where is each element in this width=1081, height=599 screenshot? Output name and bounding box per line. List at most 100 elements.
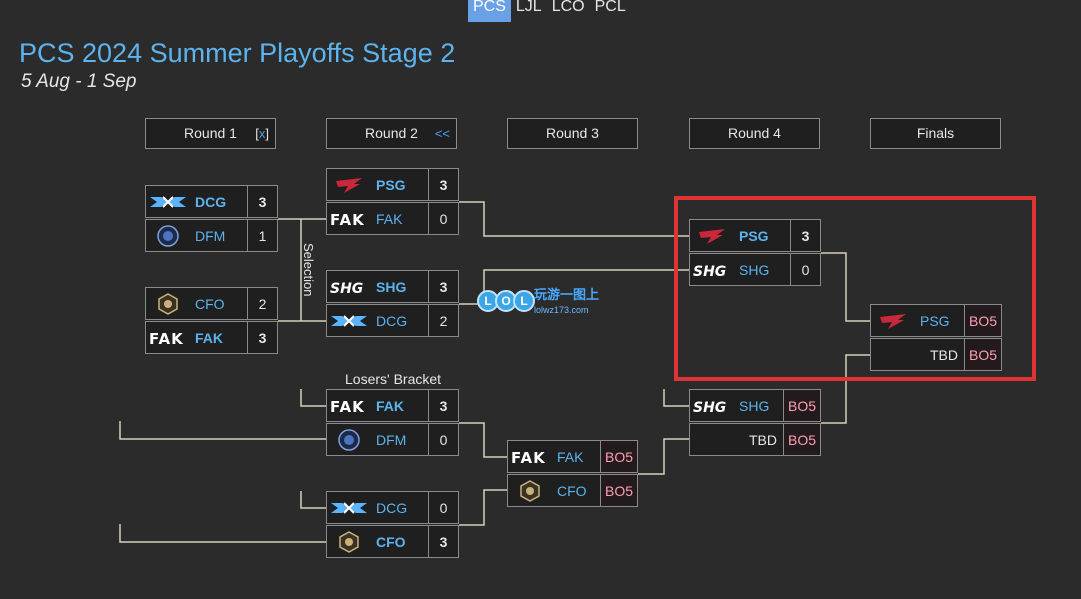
- team-score: 3: [428, 169, 458, 200]
- collapse-toggle[interactable]: [x]: [255, 119, 269, 148]
- psg-logo-icon: [327, 169, 370, 200]
- svg-text:SHG: SHG: [693, 264, 726, 277]
- team-score: BO5: [600, 475, 637, 506]
- dfm-logo-icon: [146, 220, 189, 251]
- round-label: Finals: [916, 125, 955, 141]
- team-score: 2: [247, 288, 277, 319]
- team-row[interactable]: SHG SHG BO5: [689, 389, 821, 422]
- team-name: CFO: [557, 482, 587, 499]
- shg-logo-icon: SHG: [327, 271, 370, 302]
- team-name: SHG: [739, 261, 770, 278]
- team-row[interactable]: FAK FAK 0: [326, 202, 459, 235]
- team-score: BO5: [964, 305, 1001, 336]
- team-row[interactable]: FAK FAK BO5: [507, 440, 638, 473]
- svg-text:FAK: FAK: [330, 399, 365, 413]
- team-score: BO5: [783, 390, 820, 421]
- team-name: SHG: [739, 397, 770, 414]
- dcg-logo-icon: [146, 186, 189, 217]
- team-name: PSG: [739, 227, 769, 244]
- svg-text:FAK: FAK: [511, 450, 546, 464]
- team-score: 1: [247, 220, 277, 251]
- round-label: Round 1: [184, 125, 237, 141]
- team-row[interactable]: DCG 0: [326, 491, 459, 524]
- match-r4-m1: PSG 3 SHG SHG 0: [689, 219, 821, 287]
- team-row[interactable]: PSG 3: [326, 168, 459, 201]
- team-score: 3: [247, 322, 277, 353]
- highlight-box: [674, 196, 1036, 381]
- shg-logo-icon: SHG: [690, 254, 733, 285]
- team-row[interactable]: FAK FAK 3: [145, 321, 278, 354]
- tab-pcs[interactable]: PCS: [468, 0, 511, 22]
- team-score: 2: [428, 305, 458, 336]
- team-name: PSG: [376, 176, 406, 193]
- psg-logo-icon: [871, 305, 914, 336]
- team-row[interactable]: CFO 3: [326, 525, 459, 558]
- toggle-bracket-right: ]: [265, 126, 269, 141]
- team-row[interactable]: DCG 3: [145, 185, 278, 218]
- team-score: 3: [428, 271, 458, 302]
- team-name: DFM: [376, 431, 407, 448]
- team-row[interactable]: PSG BO5: [870, 304, 1002, 337]
- team-name: TBD: [930, 346, 958, 363]
- team-name: DCG: [195, 193, 227, 210]
- round-label: Round 3: [546, 125, 599, 141]
- match-r2-l2: DCG 0 CFO 3: [326, 491, 459, 559]
- match-r2-l1: FAK FAK 3 DFM 0: [326, 389, 459, 457]
- toggle-bracket-left: [: [255, 126, 259, 141]
- team-score: 0: [428, 492, 458, 523]
- match-final: PSG BO5 TBD BO5: [870, 304, 1002, 372]
- round-header-2: Round 2 <<: [326, 118, 457, 149]
- team-row[interactable]: PSG 3: [689, 219, 821, 252]
- team-score: 3: [247, 186, 277, 217]
- tab-ljl[interactable]: LJL: [515, 0, 542, 15]
- team-row[interactable]: TBD BO5: [689, 423, 821, 456]
- team-name: FAK: [376, 397, 404, 414]
- team-score: 0: [428, 424, 458, 455]
- team-name: TBD: [749, 431, 777, 448]
- dcg-logo-icon: [327, 305, 370, 336]
- tab-pcl[interactable]: PCL: [594, 0, 626, 15]
- psg-logo-icon: [690, 220, 733, 251]
- fak-logo-icon: FAK: [146, 322, 189, 353]
- svg-text:SHG: SHG: [330, 281, 363, 294]
- team-row[interactable]: CFO BO5: [507, 474, 638, 507]
- svg-text:FAK: FAK: [149, 331, 184, 345]
- team-name: CFO: [376, 533, 406, 550]
- match-r1-m1: DCG 3 DFM 1: [145, 185, 278, 253]
- tab-lco[interactable]: LCO: [551, 0, 585, 15]
- team-name: SHG: [376, 278, 407, 295]
- team-score: 0: [428, 203, 458, 234]
- region-tabs: PCS LJL LCO PCL: [468, 0, 631, 22]
- team-score: 0: [790, 254, 820, 285]
- selection-label: Selection: [301, 243, 316, 297]
- dcg-logo-icon: [327, 492, 370, 523]
- watermark-text: 玩游一图上: [534, 287, 600, 302]
- round-header-finals: Finals: [870, 118, 1001, 149]
- cfo-logo-icon: [508, 475, 551, 506]
- page-title: PCS 2024 Summer Playoffs Stage 2: [19, 38, 456, 68]
- losers-bracket-label: Losers' Bracket: [345, 371, 442, 387]
- match-r2-m1: PSG 3 FAK FAK 0: [326, 168, 459, 236]
- expand-toggle[interactable]: <<: [434, 126, 450, 141]
- team-row[interactable]: SHG SHG 0: [689, 253, 821, 286]
- fak-logo-icon: FAK: [508, 441, 551, 472]
- team-name: PSG: [920, 312, 950, 329]
- team-row[interactable]: TBD BO5: [870, 338, 1002, 371]
- round-label: Round 2: [365, 125, 418, 141]
- match-r4-m2: SHG SHG BO5 TBD BO5: [689, 389, 821, 457]
- team-row[interactable]: DFM 0: [326, 423, 459, 456]
- team-row[interactable]: CFO 2: [145, 287, 278, 320]
- team-row[interactable]: DFM 1: [145, 219, 278, 252]
- team-name: DFM: [195, 227, 226, 244]
- svg-text:SHG: SHG: [693, 400, 726, 413]
- cfo-logo-icon: [327, 526, 370, 557]
- round-header-3: Round 3: [507, 118, 638, 149]
- date-range: 5 Aug - 1 Sep: [21, 71, 137, 92]
- team-row[interactable]: DCG 2: [326, 304, 459, 337]
- team-score: 3: [428, 390, 458, 421]
- match-r2-m2: SHG SHG 3 DCG 2: [326, 270, 459, 338]
- team-row[interactable]: SHG SHG 3: [326, 270, 459, 303]
- team-row[interactable]: FAK FAK 3: [326, 389, 459, 422]
- team-name: FAK: [557, 448, 584, 465]
